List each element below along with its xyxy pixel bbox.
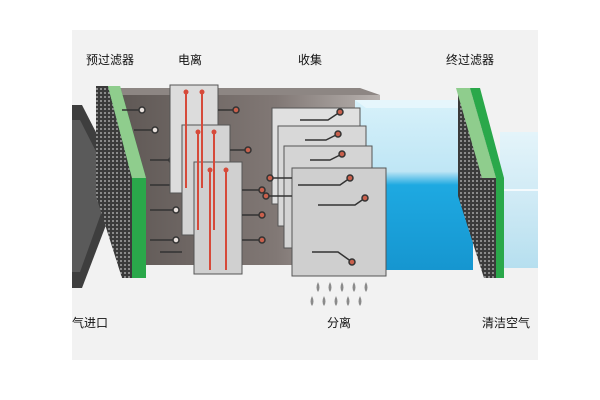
dirty-air-duct-top: [100, 88, 380, 95]
air-inlet-label: 气进口: [72, 316, 109, 330]
final-filter-mesh: [458, 88, 496, 278]
ionizer-electrodes: [185, 92, 227, 270]
prefilter-mesh: [96, 86, 132, 278]
final-filter-label: 终过滤器: [446, 53, 495, 67]
collect-label: 收集: [298, 53, 323, 67]
collector-particles: [262, 108, 369, 266]
collector-plate: [271, 107, 387, 277]
prefilter-label: 预过滤器: [86, 53, 135, 67]
prefilter-frame: [108, 86, 146, 278]
ionize-label: 电离: [178, 53, 203, 67]
clean-air-outlet: [500, 132, 538, 268]
clean-air-label: 清洁空气: [482, 316, 531, 330]
separate-label: 分离: [327, 316, 352, 330]
droplet-icon: [310, 282, 368, 306]
ionizer-particles: [160, 106, 266, 253]
final-filter-frame: [470, 88, 504, 278]
